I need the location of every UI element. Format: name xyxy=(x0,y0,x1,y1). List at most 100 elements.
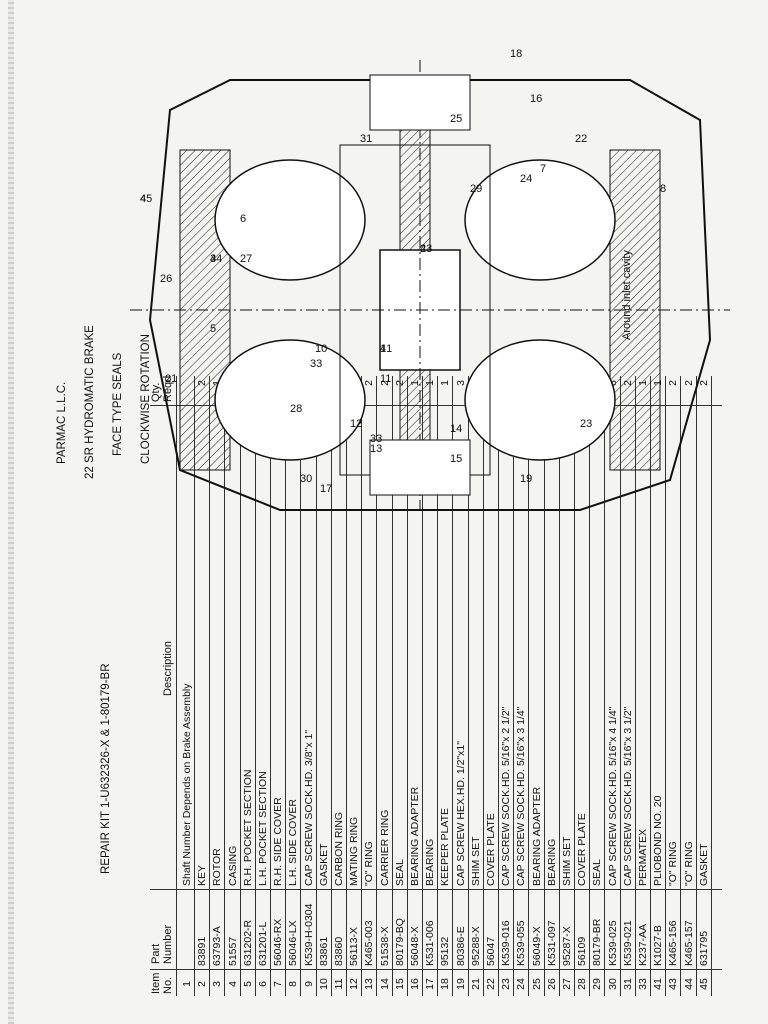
callout-label: 7 xyxy=(540,163,546,175)
header-part-line1: Part xyxy=(150,943,162,964)
item-number: 11 xyxy=(333,978,345,990)
callout-label: 31 xyxy=(360,133,372,145)
header-part: Part Number xyxy=(150,925,174,964)
callout-label: 16 xyxy=(530,93,542,105)
header-item: Item No. xyxy=(150,973,174,994)
pocket-upper-right xyxy=(464,159,616,281)
inlet-cavity-note: Around inlet cavity xyxy=(621,250,633,340)
callout-label: 29 xyxy=(470,183,482,195)
item-number: 3 xyxy=(211,981,224,987)
item-number: 5 xyxy=(241,981,254,987)
col-divider-2 xyxy=(150,889,722,890)
part-number: 51557 xyxy=(226,936,239,966)
callout-label: 15 xyxy=(450,453,462,465)
part-number: 56048-X xyxy=(409,926,421,966)
scan-edge xyxy=(8,0,14,1024)
part-number: K539-H-0304 xyxy=(302,903,315,966)
callout-label: 23 xyxy=(580,418,592,430)
callout-label: 27 xyxy=(240,253,252,265)
item-number: 41 xyxy=(652,978,665,990)
item-number: 2 xyxy=(196,981,209,987)
item-number: 22 xyxy=(485,978,497,990)
part-number: 83861 xyxy=(317,936,330,966)
header-description: Description xyxy=(162,640,174,696)
callout-label: 19 xyxy=(520,473,532,485)
item-number: 28 xyxy=(576,978,589,990)
part-number: 51538-X xyxy=(378,926,391,966)
item-number: 14 xyxy=(378,978,391,990)
callout-label: 8 xyxy=(660,183,666,195)
callout-label: 33 xyxy=(370,433,382,445)
callout-label: 26 xyxy=(160,273,172,285)
part-number: 56049-X xyxy=(530,926,543,966)
callout-label: 11 xyxy=(380,373,391,385)
part-number: 56046-LX xyxy=(287,920,300,966)
item-number: 12 xyxy=(348,978,361,990)
item-number: 24 xyxy=(515,978,528,990)
part-number: K539-055 xyxy=(515,920,528,966)
item-number: 1 xyxy=(181,981,193,987)
part-number: 631795 xyxy=(697,930,710,966)
part-number: 631202-R xyxy=(241,919,254,966)
item-number: 17 xyxy=(424,978,437,990)
callout-label: 44 xyxy=(210,253,222,265)
callout-label: 33 xyxy=(310,358,322,370)
part-number: 63793-A xyxy=(211,926,224,966)
item-number: 25 xyxy=(530,978,543,990)
callout-label: 5 xyxy=(210,323,216,335)
pocket-upper-left xyxy=(214,159,366,281)
item-number: 10 xyxy=(317,978,330,990)
callout-label: 14 xyxy=(450,423,462,435)
callout-label: 24 xyxy=(520,173,532,185)
item-number: 45 xyxy=(697,978,710,990)
part-number: K539-025 xyxy=(606,920,619,966)
part-number: K237-AA xyxy=(637,923,649,966)
bearing-top xyxy=(369,74,471,131)
callout-label: 17 xyxy=(320,483,332,495)
item-number: 13 xyxy=(363,978,376,990)
callout-label: 43 xyxy=(420,243,432,255)
part-number: 95288-X xyxy=(469,926,482,966)
item-number: 8 xyxy=(287,981,300,987)
part-number: K465-156 xyxy=(667,920,680,966)
item-number: 21 xyxy=(469,978,482,990)
item-number: 30 xyxy=(606,978,619,990)
callout-label: 22 xyxy=(575,133,587,145)
item-number: 31 xyxy=(621,978,634,990)
item-number: 16 xyxy=(409,978,421,990)
part-number: 95132 xyxy=(439,936,452,966)
item-number: 9 xyxy=(302,981,315,987)
callout-label: 18 xyxy=(510,48,522,60)
part-number: K539-016 xyxy=(500,920,513,966)
part-number: 80179-BR xyxy=(591,918,604,966)
part-number: 56109 xyxy=(576,936,589,966)
callout-label: 4 xyxy=(140,193,146,205)
callout-label: 2 xyxy=(420,243,426,255)
header-item-line2: No. xyxy=(162,976,174,994)
callout-label: 1 xyxy=(380,343,386,355)
pocket-lower-right xyxy=(464,339,616,461)
callout-label: 13 xyxy=(370,443,382,455)
item-number: 23 xyxy=(500,978,513,990)
part-number: 80386-E xyxy=(454,926,467,966)
part-number: 83860 xyxy=(333,936,345,966)
part-number: 95287-X xyxy=(561,926,573,966)
callout-label: 25 xyxy=(450,113,462,125)
item-number: 6 xyxy=(257,981,269,987)
part-number: K465-157 xyxy=(682,920,695,966)
callout-label: 28 xyxy=(290,403,302,415)
part-number: K531-006 xyxy=(424,920,437,966)
part-number: 80179-BQ xyxy=(393,918,406,966)
callout-label: 30 xyxy=(300,473,312,485)
callout-label: 3 xyxy=(210,253,216,265)
item-number: 43 xyxy=(667,978,680,990)
pocket-lower-left xyxy=(214,339,366,461)
item-number: 33 xyxy=(637,978,649,990)
part-number: 56113-X xyxy=(348,927,361,966)
repair-kit-title: REPAIR KIT 1-U632326-X & 1-80179-BR xyxy=(100,663,112,874)
part-number: 56047 xyxy=(485,936,497,966)
part-number: 83891 xyxy=(196,936,209,966)
item-number: 44 xyxy=(682,978,695,990)
header-part-line2: Number xyxy=(162,924,174,964)
